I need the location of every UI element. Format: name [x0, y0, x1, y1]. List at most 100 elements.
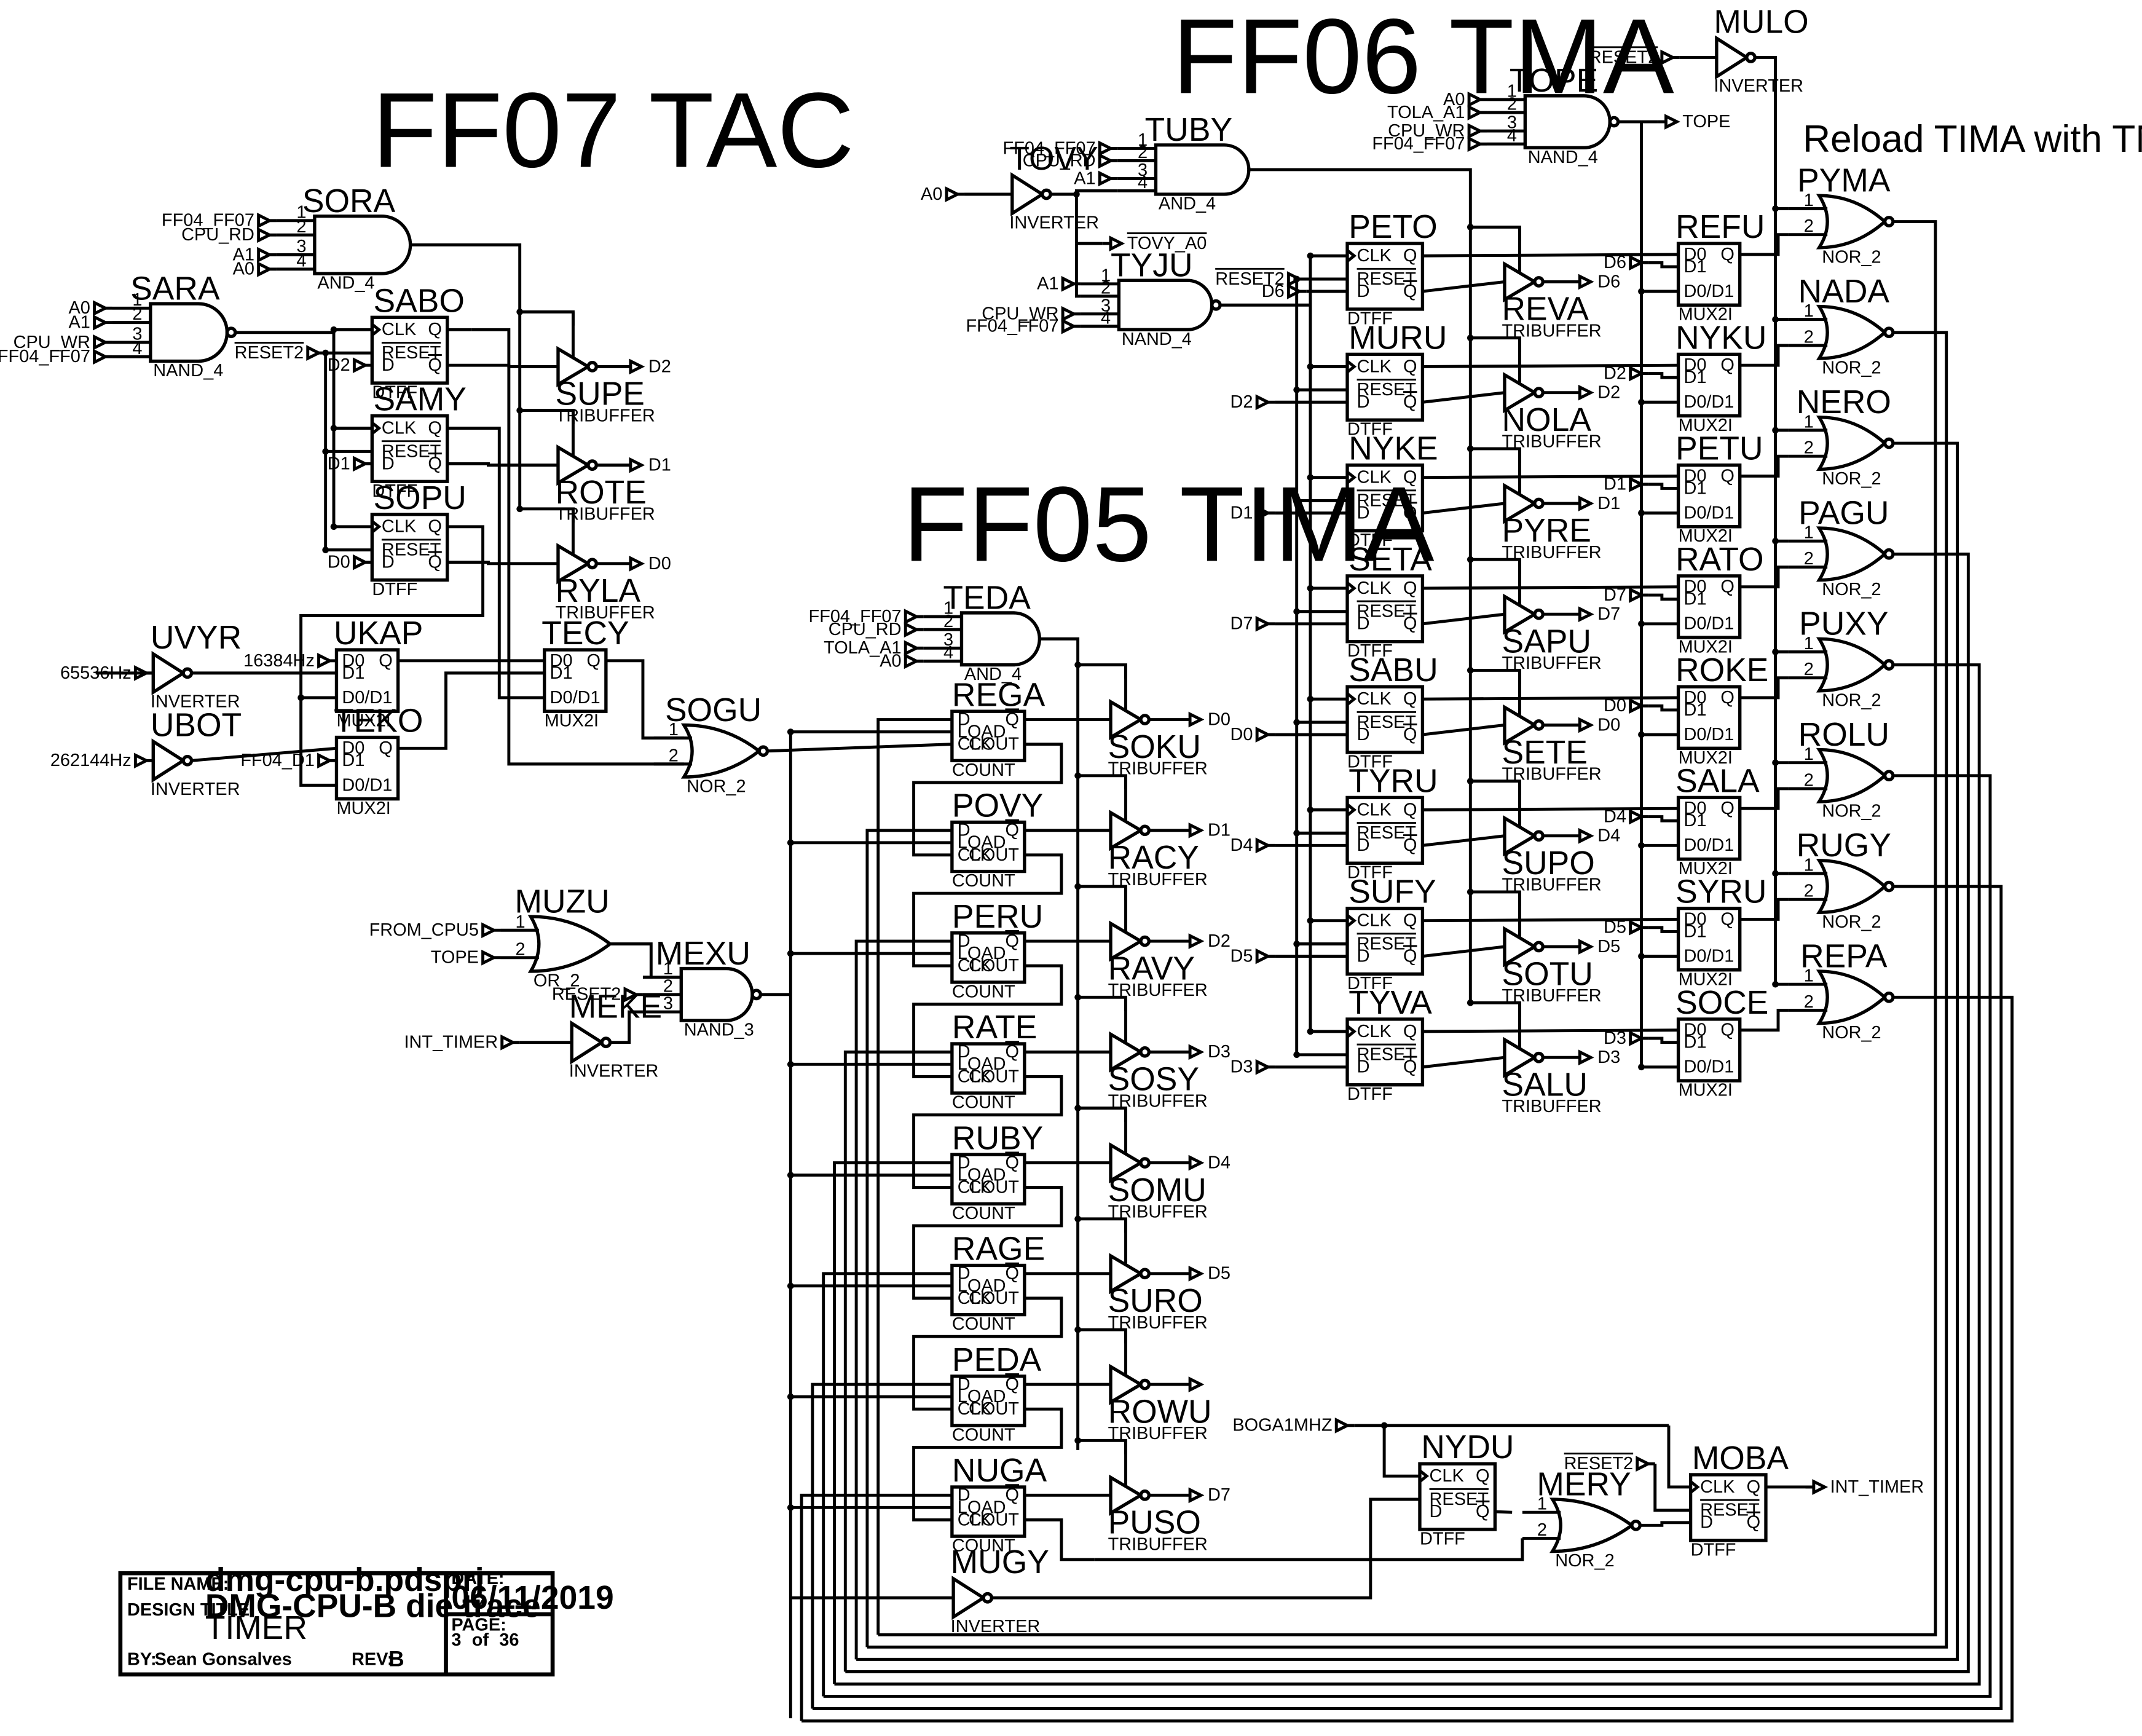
tecy-pin-d0: D0 [550, 651, 573, 671]
tovy-name: TOVY [1009, 141, 1098, 177]
tma-tri-1-name: NOLA [1502, 402, 1591, 438]
sara-in-3-port [93, 334, 109, 350]
author: Sean Gonsalves [154, 1649, 291, 1669]
tma-nor-4-name: PUXY [1799, 606, 1888, 642]
pin-number: 1 [1138, 130, 1148, 150]
tma-ff-7-pin-q: Q [1403, 1022, 1417, 1041]
tima-cnt-2-pin-load: LOAD [958, 944, 1006, 963]
junction-dot [787, 728, 794, 735]
nydu-clk-in: BOGA1MHZ [1232, 1416, 1332, 1435]
tma-ff-3-pin-d: D [1357, 614, 1370, 634]
pin-number: 1 [1537, 1494, 1547, 1514]
tma-mux-4-name: ROKE [1675, 652, 1768, 688]
moba-pin-qb: Q [1747, 1513, 1760, 1533]
teda-name: TEDA [943, 580, 1031, 616]
tma-ff-5-name: TYRU [1349, 763, 1438, 799]
tima-cnt-3-type: COUNT [952, 1093, 1015, 1113]
tope-out: TOPE [1682, 112, 1730, 132]
junction-dot [516, 309, 524, 315]
tma-ff-7-type: DTFF [1347, 1084, 1393, 1104]
mulo-in-port [1660, 49, 1677, 66]
tma-tri-0-type: TRIBUFFER [1502, 321, 1601, 341]
tma-d-in-6-port [1255, 948, 1272, 965]
tovy-a0-out: TOVY_A0 [1127, 234, 1207, 253]
tma-tri-1-type: TRIBUFFER [1502, 432, 1601, 452]
tac-reset2-port [306, 345, 323, 361]
junction-dot [1074, 1326, 1081, 1333]
tima-cnt-7-pin-d: D [958, 1485, 971, 1505]
sara-in-2-port [93, 314, 109, 331]
tma-ff-6-type: DTFF [1347, 974, 1393, 993]
muzu-in-1-port [481, 922, 497, 939]
tma-mux-d-in-3: D7 [1604, 585, 1626, 605]
junction-dot [1074, 1215, 1081, 1223]
teko-type: MUX2I [336, 799, 390, 818]
tima-cnt-5-name: RAGE [952, 1231, 1045, 1268]
tima-tri-5-name: SURO [1108, 1283, 1203, 1319]
tma-mux-5-type: MUX2I [1679, 859, 1733, 878]
nydu-pin-d: D [1430, 1502, 1443, 1521]
teda-in-3: TOLA_A1 [824, 638, 901, 658]
tma-nor-4-type: NOR_2 [1822, 690, 1881, 710]
tma-mux-0-pin-sel: D0/D1 [1683, 282, 1734, 301]
sogu-name: SOGU [665, 692, 762, 728]
ukap-pin-q: Q [379, 651, 392, 671]
tac-ff-0-pin-clk: CLK [382, 320, 416, 339]
tma-d-out-6: D5 [1597, 937, 1620, 957]
tma-mux-d-in-0-port [1629, 254, 1645, 271]
pin-number: 1 [1101, 266, 1111, 285]
tima-d-out-5: D5 [1208, 1264, 1230, 1284]
tac-ff-1-pin-q: Q [428, 418, 441, 438]
pin-number: 2 [1804, 882, 1814, 901]
tma-ff-5-pin-reset: RESET [1357, 823, 1416, 843]
tac-tri-0-name: SUPE [556, 376, 645, 412]
pin-number: 1 [132, 290, 142, 310]
tima-cnt-0-name: REGA [952, 677, 1045, 713]
tuby-in-1: FF04_FF07 [1003, 138, 1096, 158]
tma-mux-d-in-6-port [1629, 919, 1645, 936]
tma-nor-5-type: NOR_2 [1822, 802, 1881, 821]
tma-ff-4-pin-qb: Q [1403, 725, 1417, 744]
pin-number: 2 [1804, 549, 1814, 569]
tma-tri-0-name: REVA [1502, 291, 1589, 328]
tima-cnt-5-pin-qb: Q [1005, 1264, 1018, 1284]
tma-ff-4-pin-reset: RESET [1357, 712, 1416, 732]
sara-name: SARA [130, 270, 220, 307]
mulo-in: RESET2 [1589, 47, 1658, 67]
tma-ff-0-pin-d: D [1357, 282, 1370, 301]
tac-tri-1-name: ROTE [556, 475, 647, 511]
tac-ff-0-type: DTFF [372, 383, 417, 403]
sara-in-3: CPU_WR [14, 333, 90, 352]
tima-cnt-6-pin-load: LOAD [958, 1387, 1006, 1407]
section-title-tac: FF07 TAC [372, 70, 854, 189]
tma-mux-6-pin-q: Q [1720, 909, 1734, 929]
tma-d-in-2-port [1255, 505, 1272, 521]
tma-mux-0-pin-q: Q [1720, 245, 1734, 264]
junction-dot [1074, 772, 1081, 779]
tac-tri-2-name: RYLA [556, 573, 641, 609]
tuby-in-2: CPU_RD [1023, 151, 1096, 170]
teda-in-2: CPU_RD [829, 620, 902, 639]
tima-d-out-4: D4 [1208, 1153, 1230, 1172]
tac-ff-1-pin-qb: Q [428, 454, 441, 473]
tima-cnt-0-pin-clk: CLK [958, 735, 992, 754]
tma-mux-4-pin-d1: D1 [1683, 700, 1706, 720]
pin-number: 1 [296, 202, 306, 222]
sara-in-1-port [93, 300, 109, 317]
ukap-name: UKAP [334, 615, 423, 652]
junction-dot [516, 505, 524, 513]
tac-ff-0-pin-reset: RESET [382, 343, 441, 363]
